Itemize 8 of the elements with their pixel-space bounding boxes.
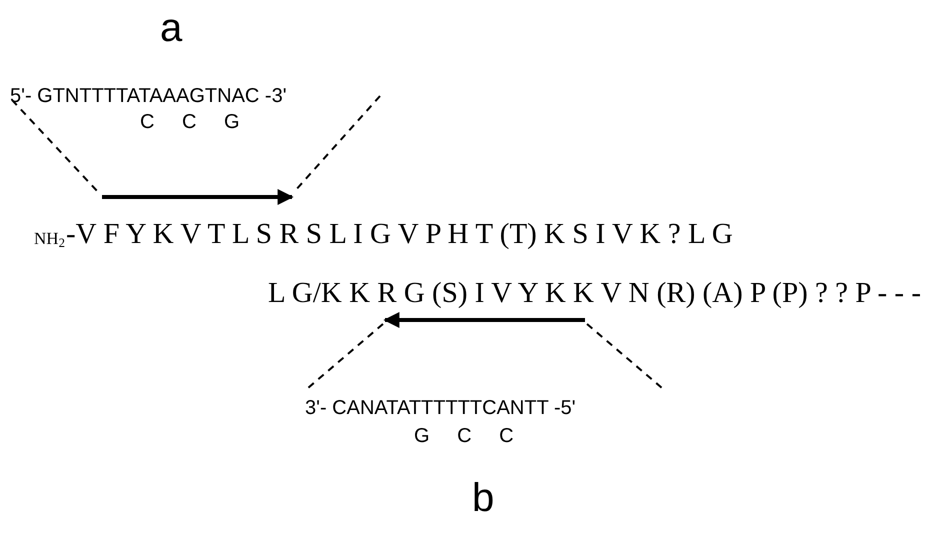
base-substitution: C C G [140,112,240,132]
terminus-label: NH$_{2}$ [34,230,65,247]
base-substitution: G C C [414,426,514,446]
panel-letter: b [472,478,494,518]
peptide-sequence: -V F Y K V T L S R S L I G V P H T (T) K S I V K ? L G [66,220,733,249]
panel-letter: a [160,8,182,48]
primer-sequence: 3'- CANATATTTTTTCANTT -5' [305,398,576,418]
peptide-sequence: L G/K K R G (S) I V Y K K V N (R) (A) P (P) ? ? P - - - [268,279,921,308]
